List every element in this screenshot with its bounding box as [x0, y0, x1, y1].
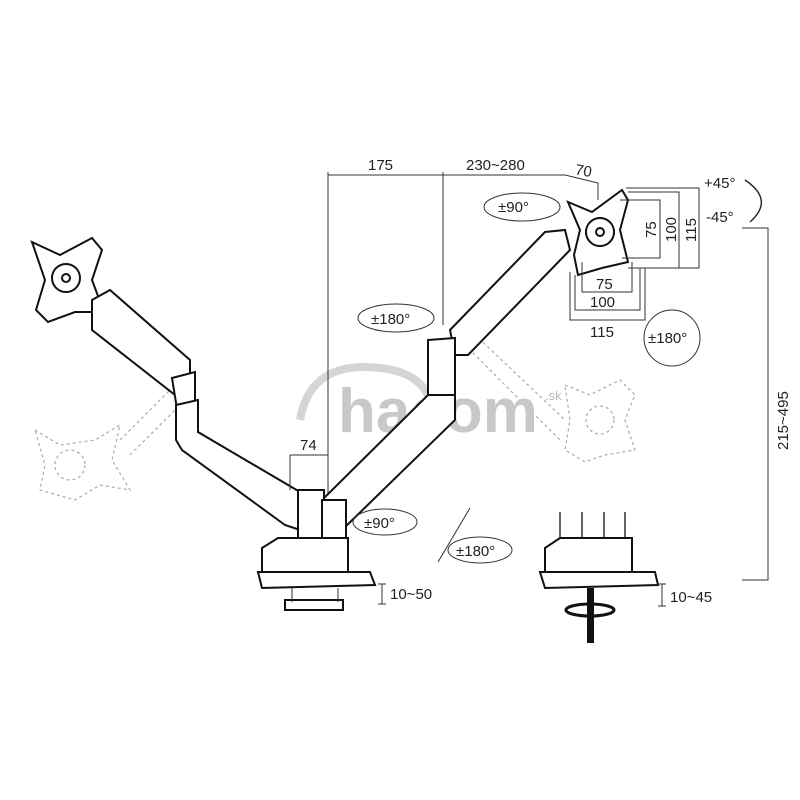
dim-arm-segment-1: 175 — [368, 157, 393, 174]
dim-height-range: 215~495 — [775, 391, 792, 450]
grommet-range-bracket — [658, 583, 666, 607]
label-base-swivel: ±90° — [364, 515, 395, 532]
right-vesa-plate — [566, 187, 700, 321]
top-dimensions — [327, 172, 599, 510]
base-swivel-ellipse — [352, 508, 418, 536]
label-base-rotation: ±180° — [456, 543, 495, 560]
divider-slash — [437, 507, 471, 563]
left-clamp-base — [256, 489, 377, 611]
grommet-base — [538, 512, 660, 643]
ghost-right-monitor-plate — [459, 329, 636, 463]
watermark-suffix: .sk — [545, 388, 562, 403]
left-arm — [91, 288, 301, 532]
dim-tilt-offset: 70 — [574, 161, 593, 181]
height-dimension-line — [742, 227, 769, 581]
right-arm — [321, 228, 572, 534]
clamp-range-bracket — [378, 583, 386, 605]
dim-arm-segment-2: 230~280 — [466, 157, 525, 174]
label-arm-joint: ±180° — [371, 311, 410, 328]
label-rotation-head: ±180° — [648, 330, 687, 347]
tilt-arrow-icon — [744, 179, 762, 223]
ghost-left-monitor-plate — [34, 384, 186, 501]
arm-joint-ellipse — [357, 303, 435, 333]
dim-grommet-range: 10~45 — [670, 589, 712, 606]
dim-vesa-v-75: 75 — [643, 221, 660, 238]
dim-clamp-range: 10~50 — [390, 586, 432, 603]
base-rotation-ellipse — [447, 536, 513, 564]
rotation-head-circle — [643, 309, 701, 367]
label-tilt-up: +45° — [704, 175, 735, 192]
dim-vesa-h-75: 75 — [596, 276, 613, 293]
swivel-head-ellipse — [483, 192, 561, 222]
dim-pole-offset: 74 — [300, 437, 317, 454]
dim-vesa-h-100: 100 — [590, 294, 615, 311]
dim-vesa-h-115: 115 — [590, 324, 614, 341]
label-swivel-head: ±90° — [498, 199, 529, 216]
pole-offset-line — [289, 454, 328, 490]
label-tilt-down: -45° — [706, 209, 734, 226]
dim-vesa-v-115: 115 — [683, 218, 700, 242]
dim-vesa-v-100: 100 — [663, 217, 680, 242]
